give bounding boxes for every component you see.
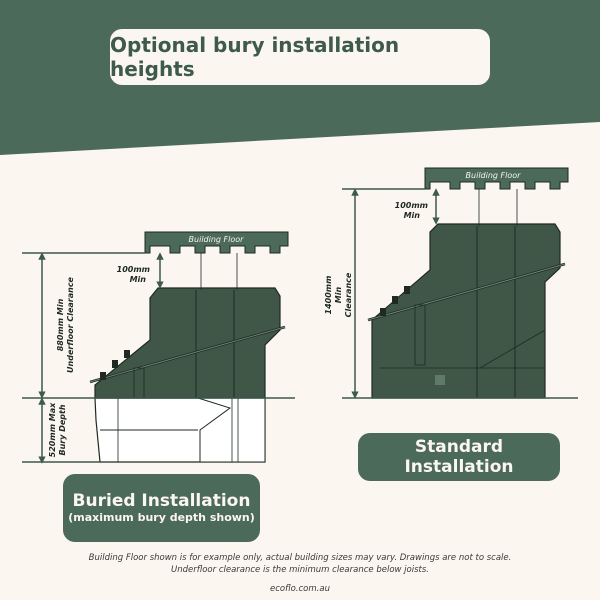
title-pill: Optional bury installation heights [110,29,490,85]
buried-clearance-label-2: Underfloor Clearance [66,276,75,373]
standard-caption-box: Standard Installation [358,433,560,481]
buried-gap-label-2: Min [130,275,147,284]
standard-tank [367,223,566,399]
standard-floor-label: Building Floor [466,171,522,180]
buried-gap-label-1: 100mm [117,265,150,274]
standard-clearance-label-2: Min [334,287,343,304]
page-title: Optional bury installation heights [110,33,400,81]
buried-floor-label: Building Floor [189,235,245,244]
buried-caption-subtitle: (maximum bury depth shown) [68,511,255,524]
standard-building-floor: Building Floor [424,167,569,226]
buried-tank-below-ground [94,397,266,463]
standard-diagram: Building Floor 100mm Min 1400mm Min Clea… [324,167,578,399]
buried-bury-label-2: Bury Depth [58,404,67,455]
buried-bury-label-1: 520mm Max [48,402,57,458]
website-label: ecoflo.com.au [270,584,330,594]
footnote: Building Floor shown is for example only… [0,552,600,576]
buried-caption-box: Buried Installation (maximum bury depth … [63,474,260,542]
buried-building-floor: Building Floor [144,231,289,290]
footnote-line-2: Underfloor clearance is the minimum clea… [171,565,429,575]
standard-gap-label-2: Min [404,211,421,220]
footnote-line-1: Building Floor shown is for example only… [88,553,512,563]
standard-caption-title: Standard Installation [404,437,514,477]
buried-diagram: Building Floor 100mm Min 880mm Min Under… [22,231,295,464]
standard-clearance-label-3: Clearance [344,272,353,317]
buried-clearance-label-1: 880mm Min [56,298,65,351]
buried-tank-above-ground [89,287,286,399]
standard-gap-label-1: 100mm [395,201,428,210]
standard-clearance-label-1: 1400mm [324,276,333,315]
buried-caption-title: Buried Installation [72,491,251,511]
